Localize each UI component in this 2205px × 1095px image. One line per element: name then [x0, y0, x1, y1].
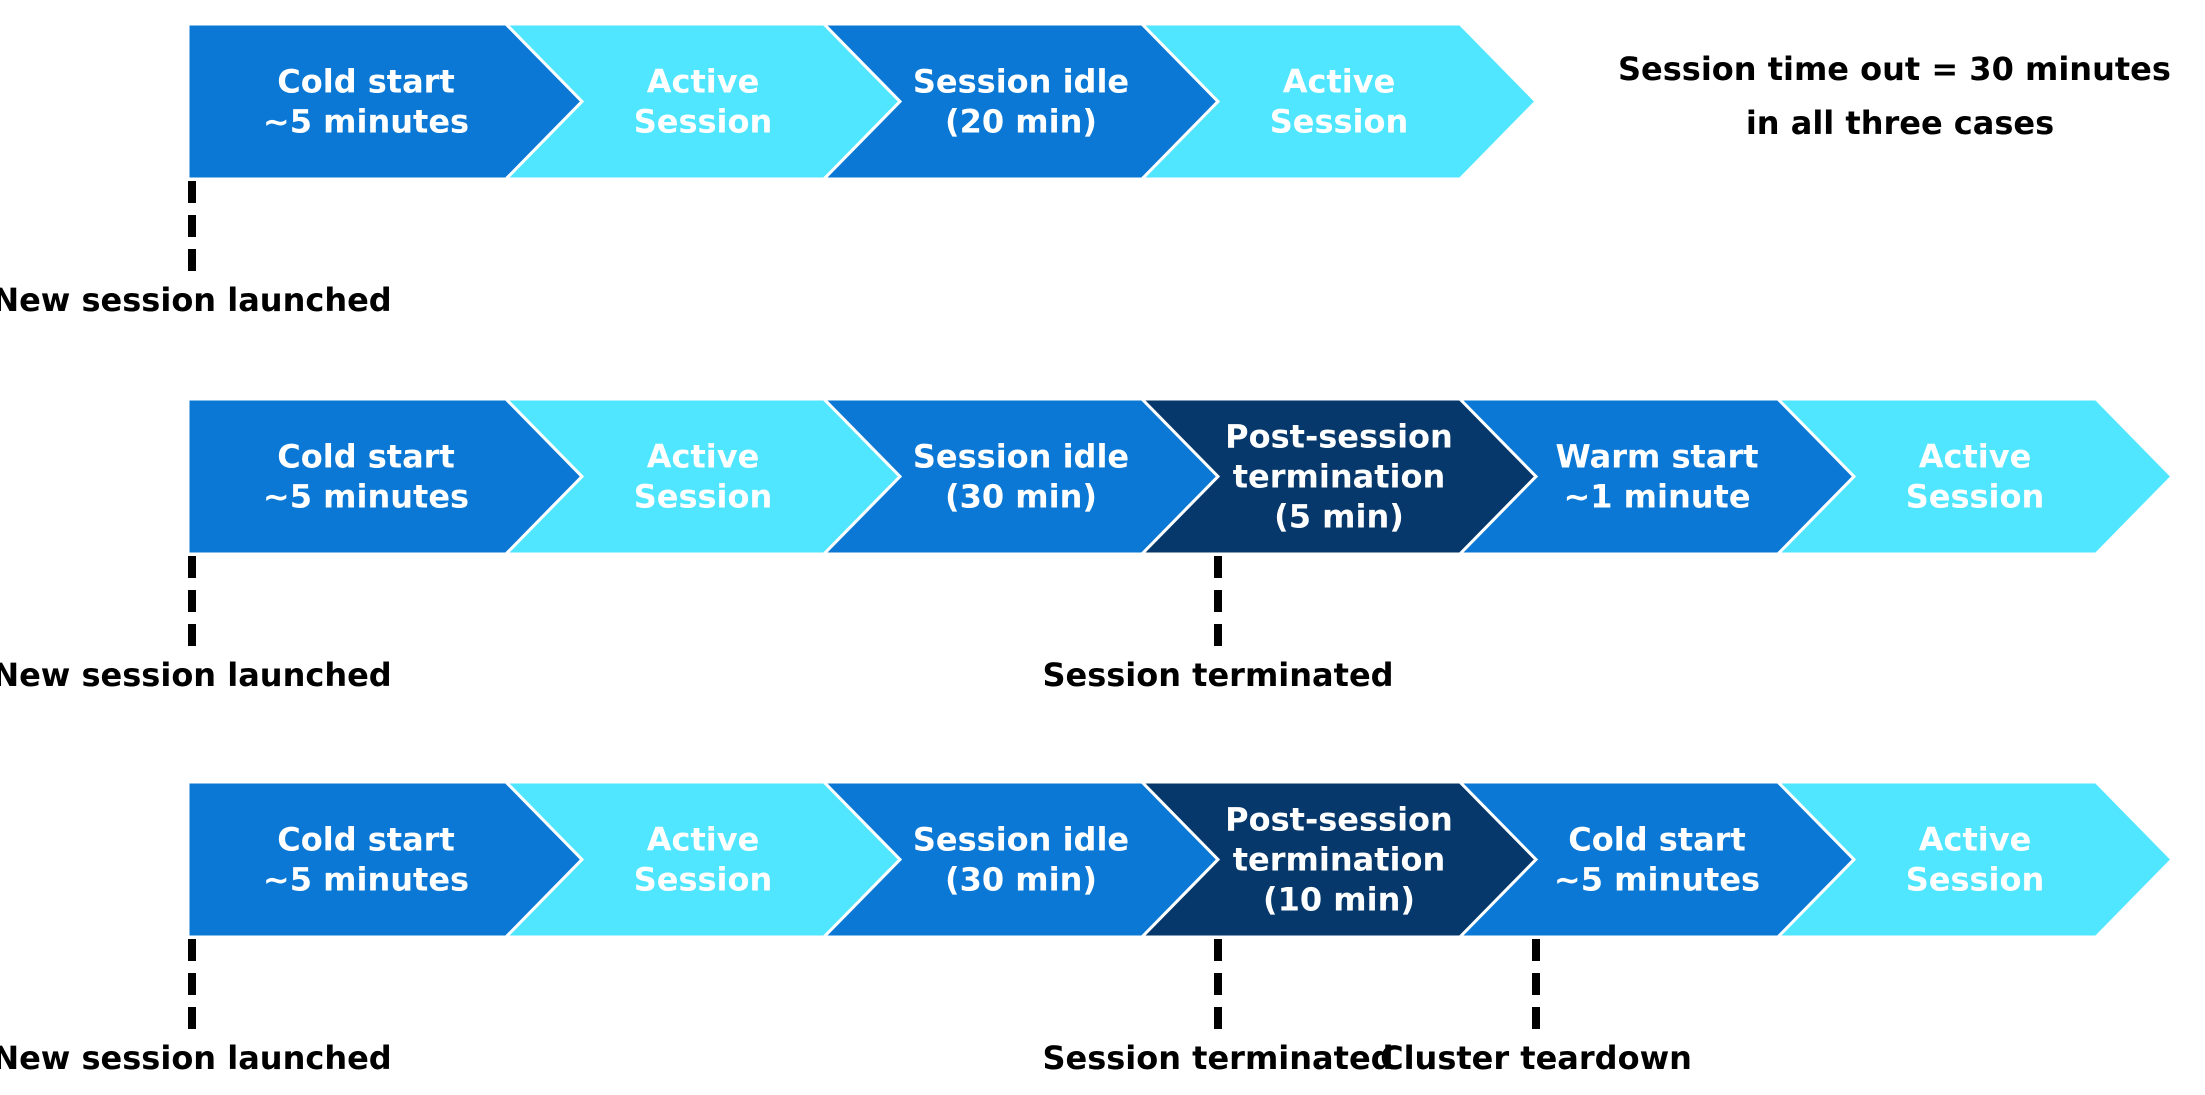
- row-2-segment-5-label-line-1: Warm start: [1555, 438, 1758, 476]
- row-1-segment-1-arrow: [186, 22, 585, 181]
- row-3-segment-1-label-line-2: ~5 minutes: [263, 861, 469, 899]
- row-3-segment-5-label-line-2: ~5 minutes: [1554, 861, 1760, 899]
- row-3-segment-5-label: Cold start~5 minutes: [1554, 821, 1760, 899]
- row-2-segment-5-label: Warm start~1 minute: [1555, 438, 1758, 516]
- row-1-segment-3-label-line-1: Session idle: [913, 63, 1129, 101]
- row-3-marker-1-label: New session launched: [0, 1039, 392, 1077]
- row-3-segment-3-label-line-1: Session idle: [913, 821, 1129, 859]
- row-2-segment-6-label-line-2: Session: [1906, 478, 2045, 516]
- row-2-segment-2-label-line-1: Active: [647, 438, 760, 476]
- row-3-segment-1-label-line-1: Cold start: [277, 821, 455, 859]
- row-3-marker-2-label: Session terminated: [1042, 1039, 1393, 1077]
- row-2-segment-1-label-line-2: ~5 minutes: [263, 478, 469, 516]
- row-2-segment-3-label-line-2: (30 min): [945, 478, 1097, 516]
- row-2-segment-4-label-line-2: termination: [1233, 458, 1446, 496]
- row-1-segment-4-label-line-2: Session: [1270, 103, 1409, 141]
- row-2-marker-1-label: New session launched: [0, 656, 392, 694]
- row-2-segment-4-label-line-1: Post-session: [1225, 418, 1453, 456]
- session-timeout-note-line-2: in all three cases: [1746, 104, 2054, 142]
- row-3-segment-6-arrow: [1774, 780, 2175, 939]
- session-timeout-note-line-1: Session time out = 30 minutes: [1618, 50, 2171, 88]
- row-2-segment-5-label-line-2: ~1 minute: [1563, 478, 1750, 516]
- row-3-segment-6-label-line-1: Active: [1919, 821, 2032, 859]
- row-3-segment-5-label-line-1: Cold start: [1568, 821, 1746, 859]
- row-3-marker-3-label: Cluster teardown: [1380, 1039, 1692, 1077]
- row-3-segment-1-arrow: [186, 780, 585, 939]
- row-2-segment-1-arrow: [186, 397, 585, 556]
- row-3-segment-4-label-line-2: termination: [1233, 841, 1446, 879]
- row-3-segment-2-label-line-1: Active: [647, 821, 760, 859]
- row-1-segment-2-label-line-2: Session: [634, 103, 773, 141]
- row-1-segment-4-label-line-1: Active: [1283, 63, 1396, 101]
- row-1-segment-3-label-line-2: (20 min): [945, 103, 1097, 141]
- row-1-segment-1-label-line-1: Cold start: [277, 63, 455, 101]
- row-2-marker-2-label: Session terminated: [1042, 656, 1393, 694]
- row-2-segment-6-arrow: [1774, 397, 2175, 556]
- row-1-segment-1-label: Cold start~5 minutes: [263, 63, 469, 141]
- row-2-segment-6-label-line-1: Active: [1919, 438, 2032, 476]
- row-1-segment-1-label-line-2: ~5 minutes: [263, 103, 469, 141]
- row-3-segment-4-label-line-3: (10 min): [1263, 881, 1415, 919]
- row-3-segment-4-label-line-1: Post-session: [1225, 801, 1453, 839]
- row-2-segment-1-label: Cold start~5 minutes: [263, 438, 469, 516]
- row-1-segment-4-arrow: [1138, 22, 1539, 181]
- row-2-segment-1-label-line-1: Cold start: [277, 438, 455, 476]
- row-1-segment-2-label-line-1: Active: [647, 63, 760, 101]
- row-1-segment-3-label: Session idle(20 min): [913, 63, 1129, 141]
- row-2-segment-3-label-line-1: Session idle: [913, 438, 1129, 476]
- row-3-segment-2-label-line-2: Session: [634, 861, 773, 899]
- row-2-segment-2-label-line-2: Session: [634, 478, 773, 516]
- session-timeout-note: Session time out = 30 minutes in all thr…: [1618, 50, 2182, 142]
- row-3-segment-3-label: Session idle(30 min): [913, 821, 1129, 899]
- row-3-segment-1-label: Cold start~5 minutes: [263, 821, 469, 899]
- row-2-segment-3-label: Session idle(30 min): [913, 438, 1129, 516]
- row-1-marker-1-label: New session launched: [0, 281, 392, 319]
- row-2-segment-4-label-line-3: (5 min): [1274, 498, 1404, 536]
- row-3-segment-3-label-line-2: (30 min): [945, 861, 1097, 899]
- row-3-segment-6-label-line-2: Session: [1906, 861, 2045, 899]
